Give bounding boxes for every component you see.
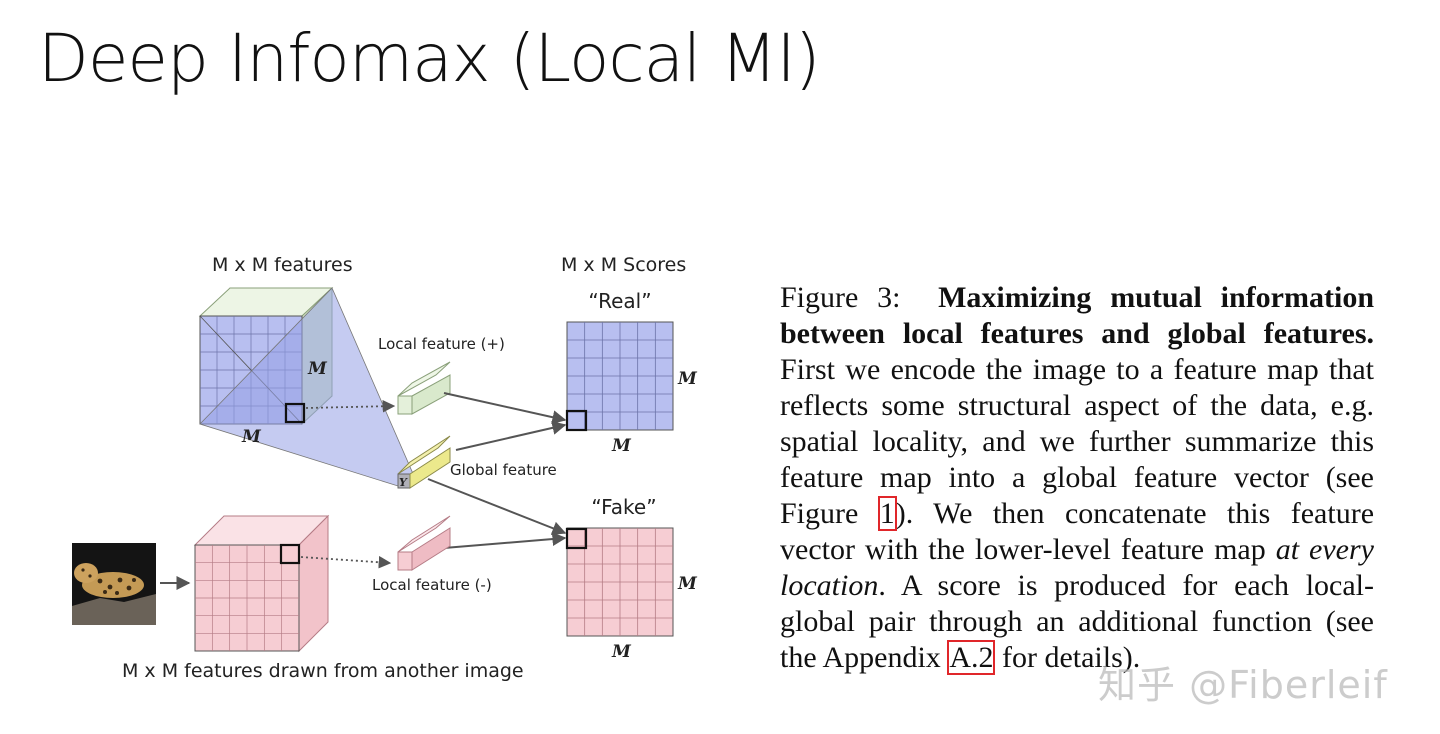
arrow-local-neg-to-fake — [443, 532, 567, 549]
fake-label: “Fake” — [591, 495, 656, 519]
local-neg-front — [397, 551, 413, 571]
local-feature-pos-label: Local feature (+) — [378, 335, 505, 353]
local-neg-side — [411, 527, 451, 571]
top-cube-m-right: M — [307, 359, 328, 379]
arrow-global-to-fake — [427, 478, 567, 535]
bottom-cube — [193, 514, 330, 653]
real-m-right: M — [677, 369, 698, 389]
caption-italic: at every location — [780, 533, 1374, 602]
leopard-head — [74, 563, 98, 583]
top-local-patch — [284, 402, 306, 424]
scores-label: M x M Scores — [561, 254, 686, 276]
bottom-local-patch — [279, 543, 301, 565]
global-y-label: Y — [399, 476, 408, 489]
local-feature-neg-label: Local feature (-) — [372, 576, 492, 594]
leopard-body — [82, 572, 144, 598]
local-neg-top — [397, 515, 451, 553]
arrow-global-to-real — [455, 420, 567, 451]
local-pos-top — [397, 361, 451, 397]
figure-caption: Figure 3: Maximizing mutual information … — [780, 280, 1374, 676]
watermark: 知乎 @Fiberleif — [1098, 663, 1388, 707]
global-feature-label: Global feature — [450, 461, 557, 479]
fake-score-cell — [565, 527, 588, 550]
top-cube-m-bottom: M — [241, 427, 262, 447]
bottom-front-grid — [195, 545, 299, 651]
caption-body-4: for details). — [1001, 641, 1141, 674]
input-image — [72, 543, 156, 625]
fake-m-bottom: M — [611, 642, 632, 662]
top-features-label: M x M features — [212, 254, 353, 276]
appendix-ref-link[interactable]: A.2 — [947, 640, 996, 675]
leopard-spots — [81, 568, 136, 595]
input-image-rock — [72, 594, 156, 625]
global-top — [397, 435, 451, 475]
caption-body-2: ). We then concatenate this feature vect… — [780, 497, 1375, 566]
real-label: “Real” — [588, 289, 651, 313]
caption-bold-title: Maximizing mutual information between lo… — [780, 281, 1374, 350]
caption-body-3: . A score is produced for each local-glo… — [780, 569, 1374, 674]
real-m-bottom: M — [611, 436, 632, 456]
slide-title: Deep Infomax (Local MI) — [38, 20, 821, 97]
global-side — [409, 447, 451, 489]
local-mi-diagram: M M Local feature (+) Y Global feature “… — [72, 254, 698, 682]
arrow-local-pos-to-real — [443, 392, 567, 425]
bottom-features-label: M x M features drawn from another image — [122, 660, 524, 682]
real-score-cell — [565, 409, 588, 432]
caption-prefix: Figure 3: — [780, 281, 901, 314]
local-pos-front — [397, 395, 413, 415]
caption-body-1: First we encode the image to a feature m… — [780, 353, 1374, 530]
fake-m-right: M — [677, 574, 698, 594]
fake-score-grid — [567, 528, 673, 636]
local-pos-side — [411, 374, 451, 415]
figure-ref-link[interactable]: 1 — [877, 496, 897, 531]
